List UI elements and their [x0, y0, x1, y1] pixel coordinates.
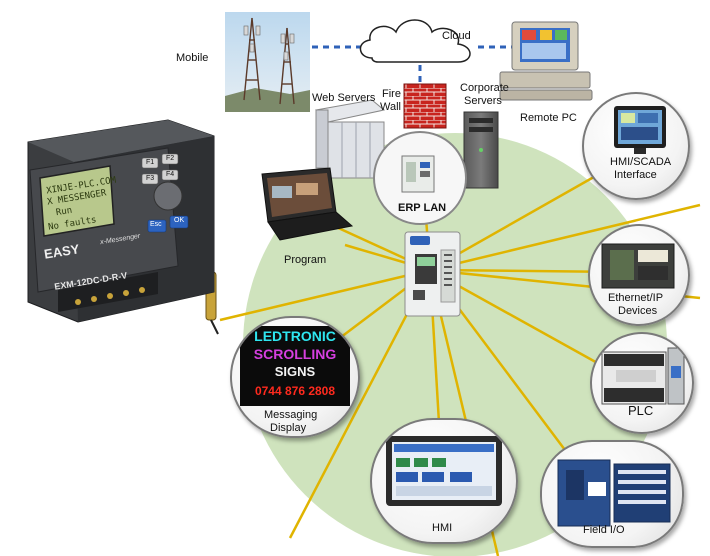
label-web-servers: Web Servers: [312, 92, 376, 104]
field-io-node: [540, 440, 684, 548]
hmi-scada-monitor-icon: [614, 106, 666, 154]
lcd-line-3: Run: [55, 205, 73, 219]
spoke-hmi-scada: [429, 163, 616, 272]
plc-icon: [601, 347, 685, 405]
device-key-f2: F2: [166, 155, 175, 162]
label-ethernet-2: Devices: [618, 305, 658, 317]
label-erp-lan: ERP LAN: [398, 202, 447, 214]
field-io-icon: [557, 459, 671, 527]
device-key-f4: F4: [166, 171, 175, 178]
label-messaging-2: Display: [270, 422, 307, 434]
firewall-icon: [403, 83, 447, 129]
corporate-servers-icon: [463, 111, 499, 189]
label-field-io: Field I/O: [583, 524, 625, 536]
led-line-2: SCROLLING: [253, 346, 337, 362]
x-messenger-device: XINJE-PLC.COM X MESSENGER Run No faults …: [18, 96, 228, 324]
label-corporate-1: Corporate: [460, 82, 509, 94]
device-key-f1: F1: [146, 159, 155, 166]
label-messaging-1: Messaging: [264, 409, 318, 421]
plc-node: [590, 332, 694, 434]
spoke-device: [219, 268, 431, 322]
led-line-1: LEDTRONIC: [254, 328, 336, 344]
label-ethernet-1: Ethernet/IP: [608, 292, 664, 304]
central-controller-icon: [404, 231, 461, 317]
spoke-right-long: [429, 203, 701, 272]
label-fire-wall-2: Wall: [380, 101, 401, 113]
led-line-4: 0744 876 2808: [254, 384, 336, 398]
erp-lan-node: [373, 131, 467, 225]
hmi-panel-icon: [386, 436, 502, 506]
ethernet-devices-icon: [601, 243, 675, 289]
messaging-display-node: LEDTRONIC SCROLLING SIGNS 0744 876 2808: [230, 316, 360, 438]
label-cloud: Cloud: [442, 30, 471, 42]
device-body: [27, 119, 215, 323]
hmi-scada-node: [582, 92, 690, 200]
device-key-esc: Esc: [150, 221, 162, 228]
label-program: Program: [284, 254, 327, 266]
remote-pc-icon: [499, 21, 593, 101]
label-fire-wall-1: Fire: [382, 88, 401, 100]
led-sign-panel: LEDTRONIC SCROLLING SIGNS 0744 876 2808: [240, 326, 350, 406]
label-hmi-scada-1: HMI/SCADA: [610, 156, 672, 168]
cell-tower-icon: [225, 12, 310, 112]
led-line-3: SIGNS: [274, 364, 316, 379]
label-hmi: HMI: [432, 522, 453, 534]
label-remote-pc: Remote PC: [520, 112, 577, 124]
hmi-node: [370, 418, 518, 544]
laptop-icon: [261, 167, 354, 241]
label-hmi-scada-2: Interface: [614, 169, 657, 181]
label-plc: PLC: [628, 403, 654, 418]
label-corporate-2: Servers: [464, 95, 502, 107]
label-mobile: Mobile: [176, 52, 209, 64]
web-servers-icon: [314, 99, 386, 179]
ethernet-ip-node: [588, 224, 690, 326]
device-key-f3: F3: [146, 175, 155, 182]
device-key-ok: OK: [174, 217, 185, 224]
cloud-icon: [359, 19, 471, 63]
